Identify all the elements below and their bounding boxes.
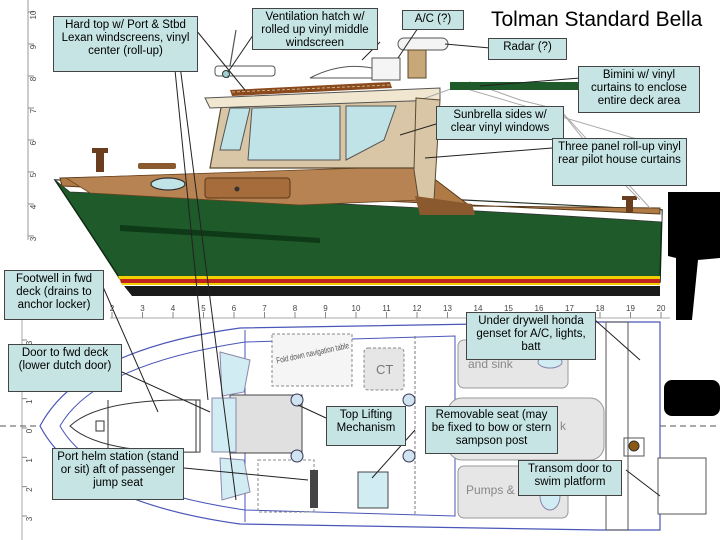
ruler-tick-label: 15 — [504, 304, 513, 313]
ruler-tick-label: 13 — [443, 304, 452, 313]
profile-ruler-tick-label: 3 — [29, 236, 38, 241]
profile-vertical-ruler: 3 4 5 6 7 8 9 10 — [28, 10, 38, 241]
ruler-tick-label: 3 — [140, 304, 145, 313]
profile-ruler-tick-label: 7 — [29, 108, 38, 113]
plan-ruler-tick-label: 1 — [25, 399, 34, 404]
outboard-motor — [668, 192, 720, 320]
ruler-tick-label: 20 — [657, 304, 666, 313]
profile-ruler-tick-label: 6 — [29, 140, 38, 145]
callout-footwell: Footwell in fwd deck (drains to anchor l… — [4, 270, 104, 320]
ruler-tick-label: 17 — [565, 304, 574, 313]
k-label: k — [560, 419, 567, 433]
ruler-tick-label: 5 — [201, 304, 206, 313]
callout-sunbrella-sides: Sunbrella sides w/ clear vinyl windows — [436, 106, 564, 140]
ruler-tick-label: 10 — [352, 304, 361, 313]
sink-label: and sink — [468, 357, 514, 371]
plan-ruler-tick-label: 0 — [25, 428, 34, 433]
plan-ruler-tick-label: 2 — [25, 487, 34, 492]
ruler-tick-label: 7 — [262, 304, 267, 313]
callout-port-helm: Port helm station (stand or sit) aft of … — [52, 448, 184, 500]
callout-hard-top: Hard top w/ Port & Stbd Lexan windscreen… — [53, 16, 198, 72]
ruler-tick-label: 16 — [535, 304, 544, 313]
profile-ruler-tick-label: 4 — [29, 204, 38, 209]
profile-ruler-tick-label: 10 — [29, 10, 38, 19]
diagram-title: Tolman Standard Bella — [491, 8, 703, 31]
ruler-tick-label: 12 — [413, 304, 422, 313]
callout-ac: A/C (?) — [402, 10, 464, 30]
profile-ruler-tick-label: 9 — [29, 44, 38, 49]
ruler-tick-label: 14 — [474, 304, 483, 313]
callout-drywell-genset: Under drywell honda genset for A/C, ligh… — [466, 312, 596, 360]
ruler-tick-label: 9 — [323, 304, 328, 313]
profile-ruler-tick-label: 8 — [29, 76, 38, 81]
ct-label: CT — [376, 362, 393, 377]
callout-radar: Radar (?) — [488, 38, 567, 60]
bimini-bar — [450, 82, 660, 90]
plan-ruler-tick-label: 1 — [25, 458, 34, 463]
callout-top-lifting: Top Lifting Mechanism — [326, 406, 406, 446]
outboard-top — [664, 380, 720, 416]
ruler-tick-label: 11 — [382, 304, 391, 313]
callout-transom-door: Transom door to swim platform — [518, 460, 622, 496]
callout-three-panel-curtains: Three panel roll-up vinyl rear pilot hou… — [552, 138, 687, 186]
callout-bimini: Bimini w/ vinyl curtains to enclose enti… — [578, 66, 700, 113]
ruler-tick-label: 6 — [232, 304, 237, 313]
plan-ruler-tick-label: 3 — [25, 340, 34, 345]
leader-lines — [99, 21, 661, 501]
ruler-tick-label: 8 — [293, 304, 298, 313]
boat-profile — [53, 29, 720, 320]
profile-ruler-tick-label: 5 — [29, 172, 38, 177]
ruler-tick-label: 19 — [626, 304, 635, 313]
ruler-tick-label: 4 — [171, 304, 176, 313]
callout-removable-seat: Removable seat (may be fixed to bow or s… — [425, 406, 558, 454]
callout-ventilation-hatch: Ventilation hatch w/ rolled up vinyl mid… — [252, 8, 378, 50]
callout-door-fwd-deck: Door to fwd deck (lower dutch door) — [8, 344, 122, 392]
plan-ruler-tick-label: 3 — [25, 516, 34, 521]
ruler-tick-label: 18 — [596, 304, 605, 313]
